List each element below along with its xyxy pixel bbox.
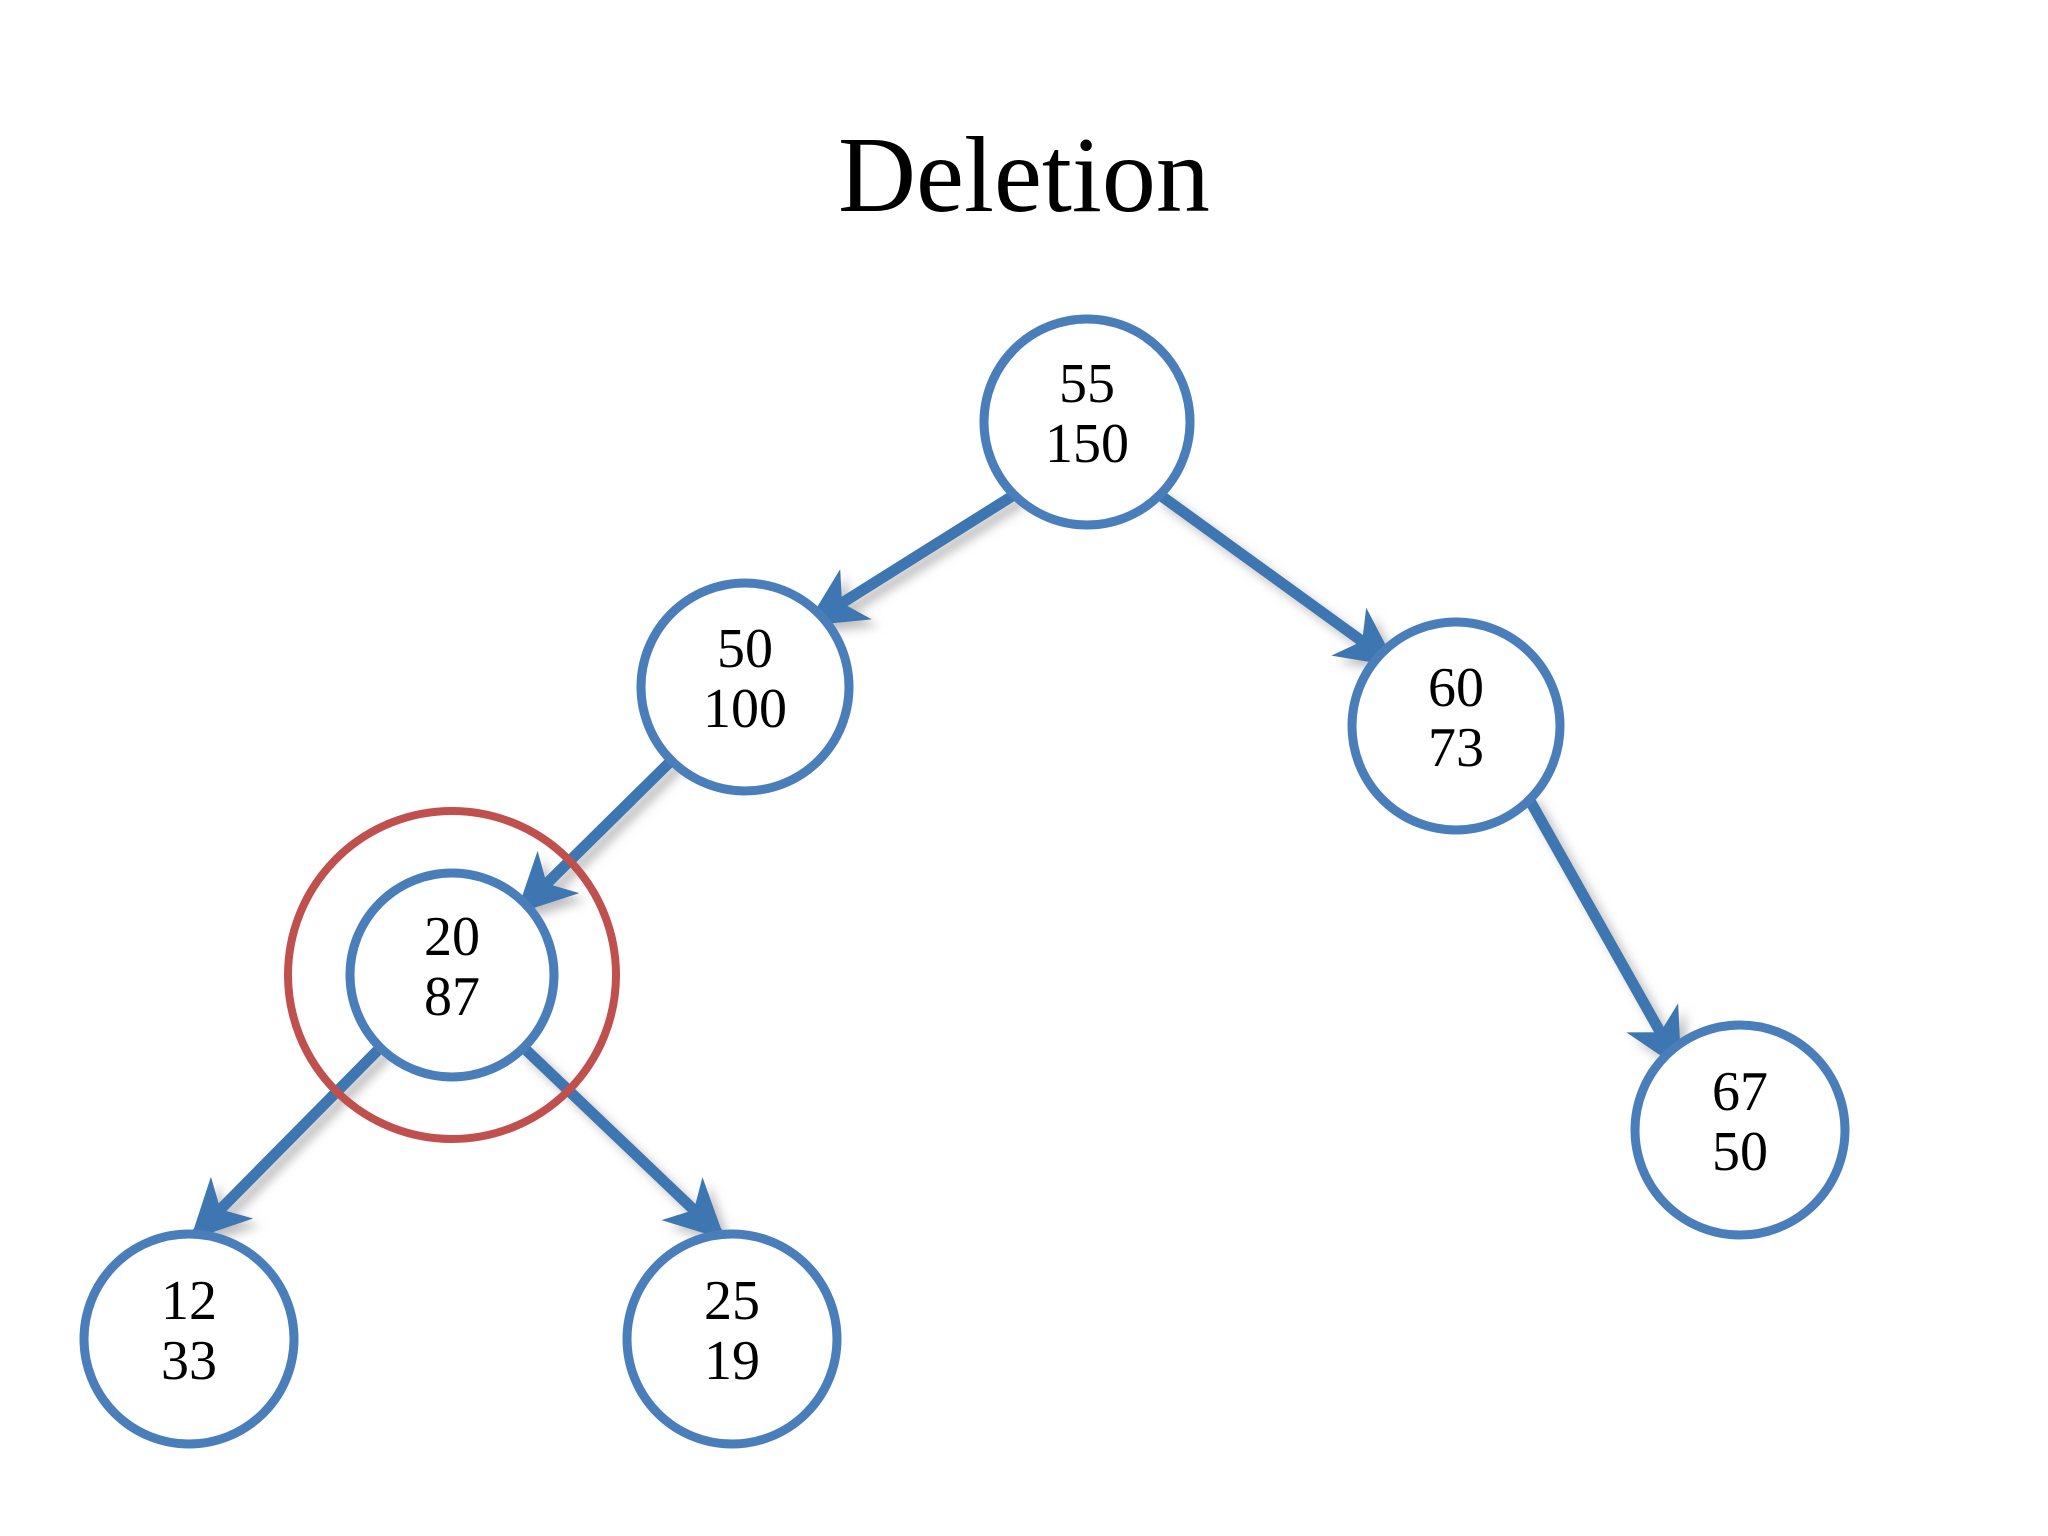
node-circle-55[interactable] [979,314,1195,530]
highlight-ring-node-20 [284,807,620,1143]
node-circle-25[interactable] [622,1229,842,1449]
node-circle-67[interactable] [1630,1020,1850,1240]
edge-20-to-right-child [518,1042,725,1240]
page-title: Deletion [838,116,1210,235]
node-circle-50[interactable] [636,578,854,796]
edge-root-to-right-child [1154,489,1397,667]
node-circle-20[interactable] [345,868,559,1082]
edge-60-to-right-child [1523,793,1682,1070]
edge-20-to-left-child [190,1042,386,1240]
edge-50-to-left-child [516,754,678,914]
edge-root-to-left-child [805,489,1020,626]
node-circle-60[interactable] [1347,617,1565,835]
node-circle-12[interactable] [79,1229,299,1449]
